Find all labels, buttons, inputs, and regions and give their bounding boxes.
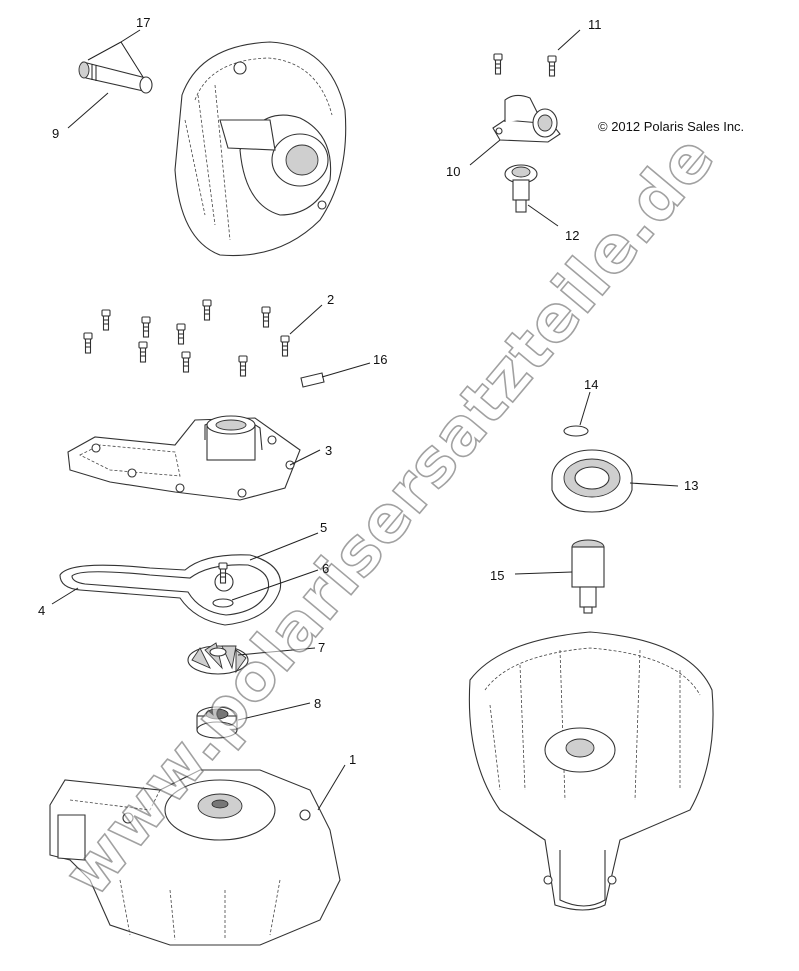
part-9-tube bbox=[78, 61, 153, 94]
part-2-bolt-set bbox=[83, 299, 290, 377]
leader-lines bbox=[51, 29, 679, 811]
part-8-seal bbox=[196, 706, 238, 739]
callout-14: 14 bbox=[584, 377, 598, 392]
part-11-bolt-right bbox=[547, 55, 557, 77]
callout-9: 9 bbox=[52, 126, 59, 141]
callout-3: 3 bbox=[325, 443, 332, 458]
part-14-o-ring bbox=[563, 425, 589, 437]
callout-8: 8 bbox=[314, 696, 321, 711]
callout-6: 6 bbox=[322, 561, 329, 576]
callout-17: 17 bbox=[136, 15, 150, 30]
callout-4: 4 bbox=[38, 603, 45, 618]
callout-13: 13 bbox=[684, 478, 698, 493]
callout-1: 1 bbox=[349, 752, 356, 767]
callout-11: 11 bbox=[588, 17, 602, 32]
part-13-bearing bbox=[551, 449, 633, 513]
callout-15: 15 bbox=[490, 568, 504, 583]
part-4-gasket bbox=[59, 554, 282, 626]
part-crankcase-housing bbox=[468, 631, 714, 911]
callout-7: 7 bbox=[318, 640, 325, 655]
part-16-dowel-pin bbox=[300, 372, 325, 388]
part-6-washer bbox=[212, 598, 234, 608]
part-11-bolt-left bbox=[493, 53, 503, 75]
callout-5: 5 bbox=[320, 520, 327, 535]
callout-2: 2 bbox=[327, 292, 334, 307]
callout-10: 10 bbox=[446, 164, 460, 179]
part-3-water-pump-cover bbox=[67, 415, 301, 501]
part-12-thermostat bbox=[504, 164, 538, 213]
callout-12: 12 bbox=[565, 228, 579, 243]
part-15-shaft bbox=[571, 539, 605, 614]
copyright-text: © 2012 Polaris Sales Inc. bbox=[598, 119, 744, 134]
part-clutch-housing-top bbox=[174, 41, 347, 257]
part-1-clutch-cover bbox=[49, 769, 341, 946]
part-10-thermostat-housing bbox=[492, 94, 561, 143]
callout-16: 16 bbox=[373, 352, 387, 367]
part-7-impeller bbox=[187, 642, 249, 675]
